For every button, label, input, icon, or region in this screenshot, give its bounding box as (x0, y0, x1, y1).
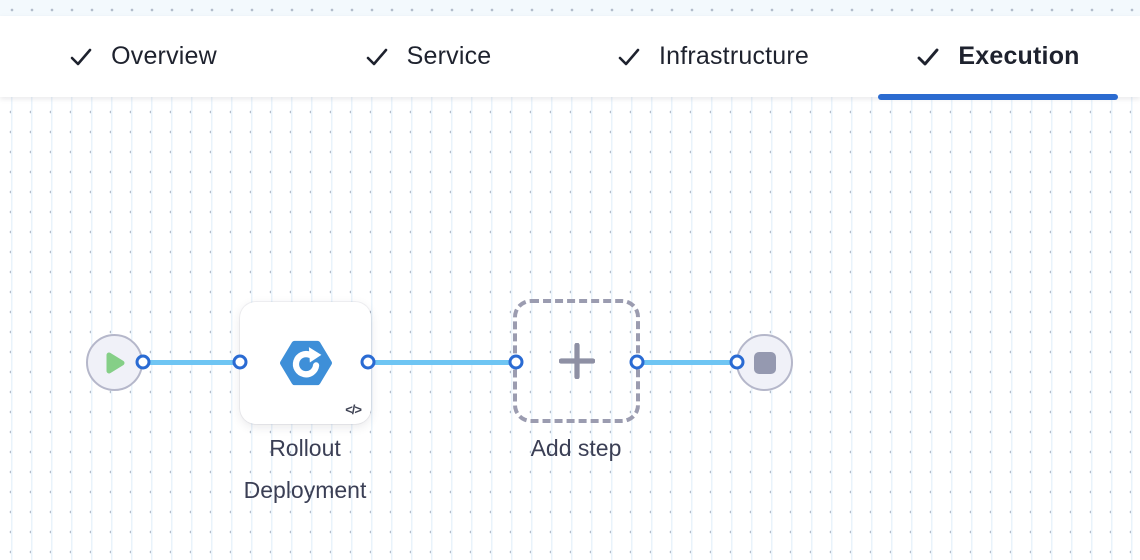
canvas-top-strip (0, 0, 1140, 16)
check-icon (366, 48, 387, 65)
step-card-rollout-deployment[interactable]: </> (240, 302, 371, 424)
connector-start-to-step (143, 360, 240, 365)
play-icon (106, 352, 124, 373)
connector-port[interactable] (729, 354, 745, 370)
add-step-button[interactable] (513, 299, 640, 423)
step-label: Rollout Deployment (243, 435, 367, 503)
tab-infrastructure-label: Infrastructure (658, 42, 810, 70)
tab-overview-label: Overview (111, 42, 217, 70)
pipeline-end-node[interactable] (736, 334, 793, 391)
plus-icon (558, 343, 595, 379)
stage-tab-bar: Overview Service Infrastructure Executio… (0, 16, 1140, 100)
connector-port[interactable] (629, 354, 645, 370)
tab-service[interactable]: Service (285, 16, 570, 97)
tab-execution-label: Execution (958, 42, 1080, 70)
code-badge-icon: </> (345, 402, 362, 417)
tab-overview[interactable]: Overview (0, 16, 285, 97)
rollout-deployment-hexagon-icon (279, 340, 332, 386)
connector-port[interactable] (360, 354, 376, 370)
check-icon (70, 48, 92, 65)
tab-execution[interactable]: Execution (855, 16, 1140, 100)
connector-port[interactable] (232, 354, 248, 370)
active-tab-underline (877, 94, 1118, 100)
connector-step-to-addstep (368, 360, 516, 365)
connector-port[interactable] (508, 354, 524, 370)
connector-port[interactable] (135, 354, 151, 370)
pipeline-start-node[interactable] (86, 334, 143, 391)
tab-infrastructure[interactable]: Infrastructure (570, 16, 855, 97)
pipeline-canvas[interactable]: </> Rollout Deployment Add step (0, 97, 1140, 560)
connector-addstep-to-end (637, 360, 737, 365)
check-icon (917, 48, 939, 65)
tab-service-label: Service (406, 42, 492, 70)
add-step-label: Add step (530, 435, 622, 461)
stop-square-icon (753, 351, 776, 374)
check-icon (618, 48, 640, 65)
